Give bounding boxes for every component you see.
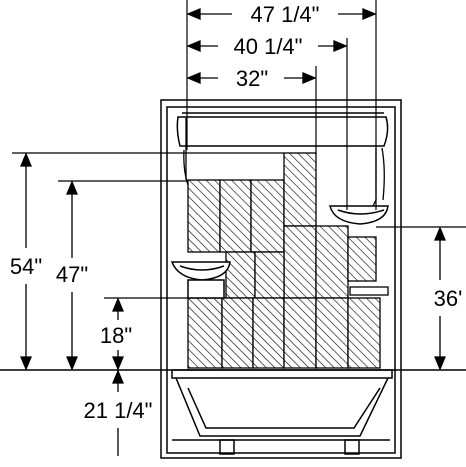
height-dimension-lines bbox=[20, 152, 446, 456]
overall-width-label: 47 1/4" bbox=[251, 2, 320, 27]
outer-frame bbox=[160, 99, 402, 459]
right-soap-dish bbox=[329, 205, 389, 225]
height-54-label: 54" bbox=[10, 254, 42, 279]
height-18-label: 18" bbox=[100, 323, 132, 348]
middle-width-label: 40 1/4" bbox=[234, 34, 303, 59]
width-dimension-lines bbox=[186, 8, 377, 84]
inner-width-label: 32" bbox=[236, 66, 268, 91]
right-ledge bbox=[349, 286, 389, 296]
top-panel bbox=[176, 112, 389, 147]
height-47-label: 47" bbox=[56, 262, 88, 287]
right-height-label: 36' bbox=[434, 286, 463, 311]
bathtub bbox=[171, 369, 393, 455]
extension-lines bbox=[186, 0, 377, 210]
left-soap-dish bbox=[170, 261, 231, 299]
base-height-label: 21 1/4" bbox=[84, 398, 153, 423]
hatched-blocks bbox=[187, 152, 381, 369]
